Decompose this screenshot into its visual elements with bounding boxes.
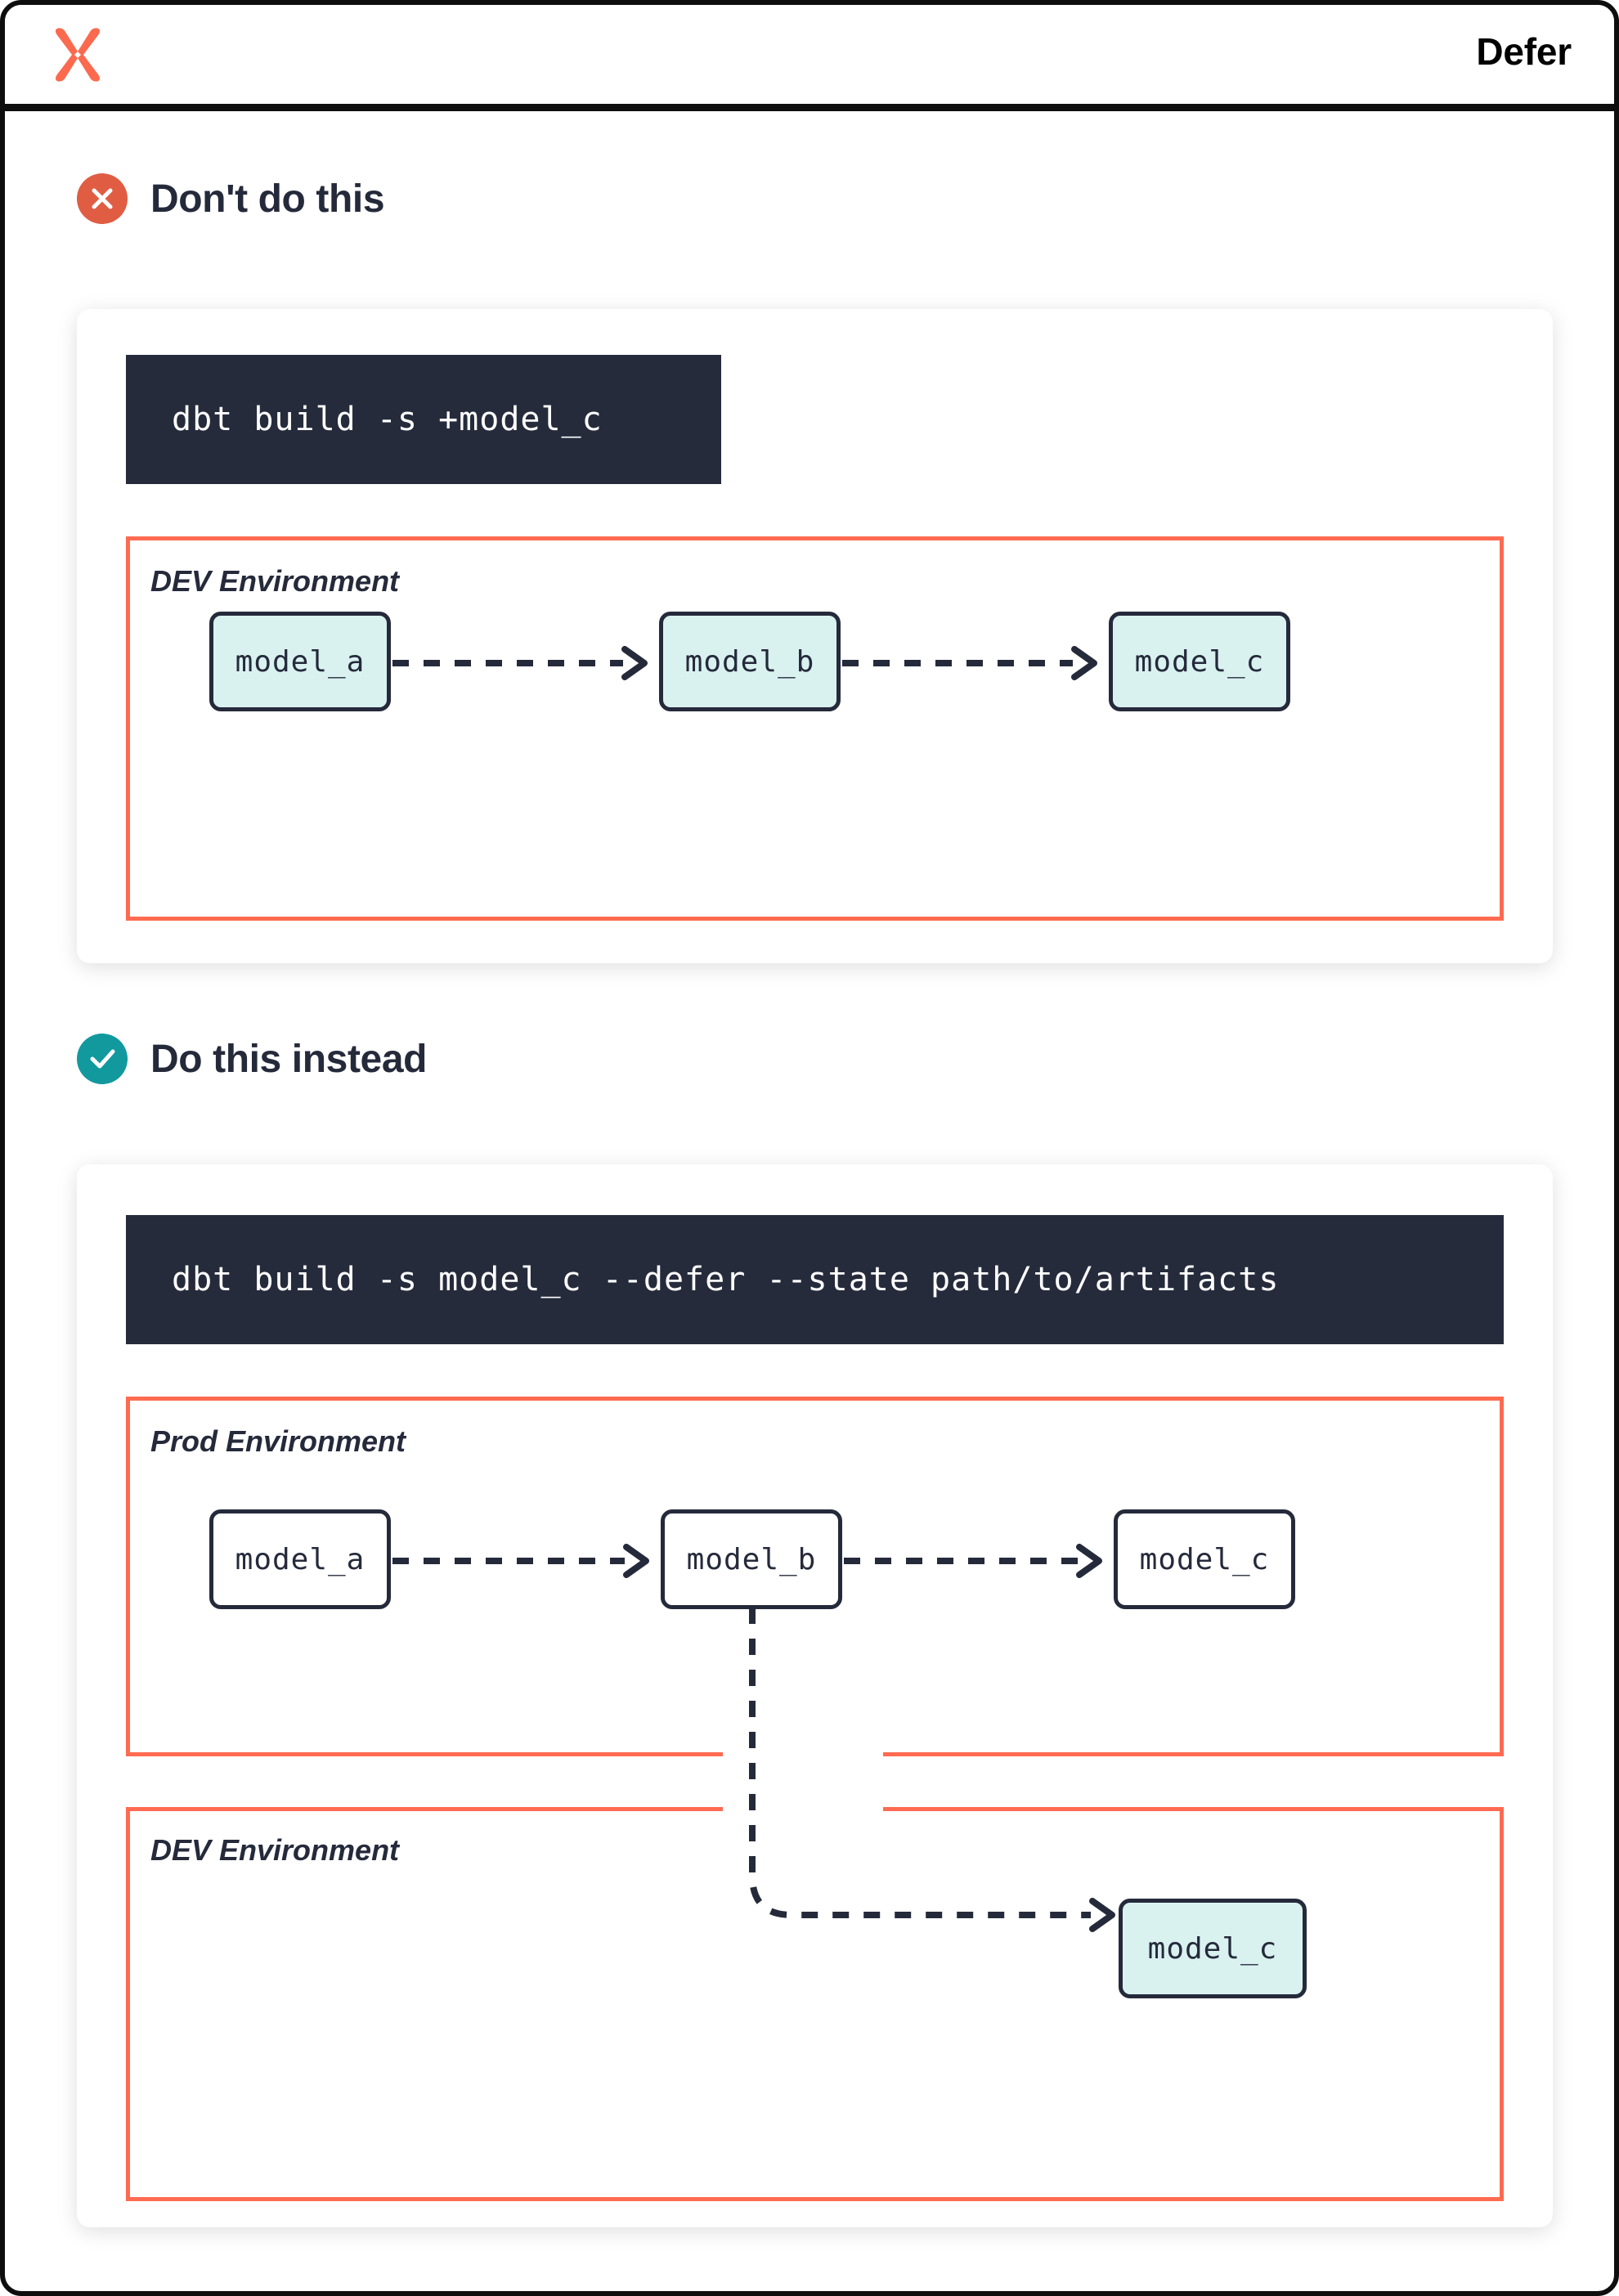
arrow-model-b-to-model-c-2 [844, 1544, 1102, 1578]
border-gap-mask-prod [723, 1748, 883, 1761]
section-title-do: Do this instead [150, 1037, 428, 1081]
node-model-a-prod: model_a [209, 1509, 391, 1609]
node-model-c-dev1: model_c [1109, 612, 1290, 711]
node-model-b-prod: model_b [661, 1509, 842, 1609]
code-block-dont: dbt build -s +model_c [126, 355, 721, 484]
check-circle-icon [77, 1034, 128, 1084]
env-box-dev-1 [126, 536, 1504, 921]
page-header: Defer [5, 5, 1614, 104]
section-heading-dont: Don't do this [77, 173, 385, 224]
header-divider [5, 104, 1614, 111]
arrow-defer-model-b-to-dev-model-c [749, 1608, 1115, 1932]
arrow-model-a-to-model-b-2 [392, 1544, 649, 1578]
dbt-logo-icon [47, 25, 108, 85]
card-dont: dbt build -s +model_c DEV Environment mo… [77, 309, 1553, 963]
card-do: dbt build -s model_c --defer --state pat… [77, 1164, 1553, 2227]
command-text-do: dbt build -s model_c --defer --state pat… [172, 1261, 1280, 1298]
x-circle-icon [77, 173, 128, 224]
section-title-dont: Don't do this [150, 177, 385, 221]
border-gap-mask-dev [723, 1802, 883, 1815]
arrow-model-a-to-model-b-1 [392, 646, 648, 680]
node-model-c-dev2: model_c [1119, 1899, 1307, 1998]
code-block-do: dbt build -s model_c --defer --state pat… [126, 1215, 1504, 1344]
env-label-dev-1: DEV Environment [150, 564, 400, 598]
arrow-model-b-to-model-c-1 [842, 646, 1097, 680]
node-model-b-dev1: model_b [659, 612, 841, 711]
node-model-a-dev1: model_a [209, 612, 391, 711]
page-title: Defer [1476, 30, 1572, 73]
section-heading-do: Do this instead [77, 1034, 427, 1084]
command-text-dont: dbt build -s +model_c [172, 401, 603, 438]
node-model-c-prod: model_c [1114, 1509, 1295, 1609]
env-label-prod: Prod Environment [150, 1424, 406, 1458]
env-label-dev-2: DEV Environment [150, 1833, 400, 1867]
